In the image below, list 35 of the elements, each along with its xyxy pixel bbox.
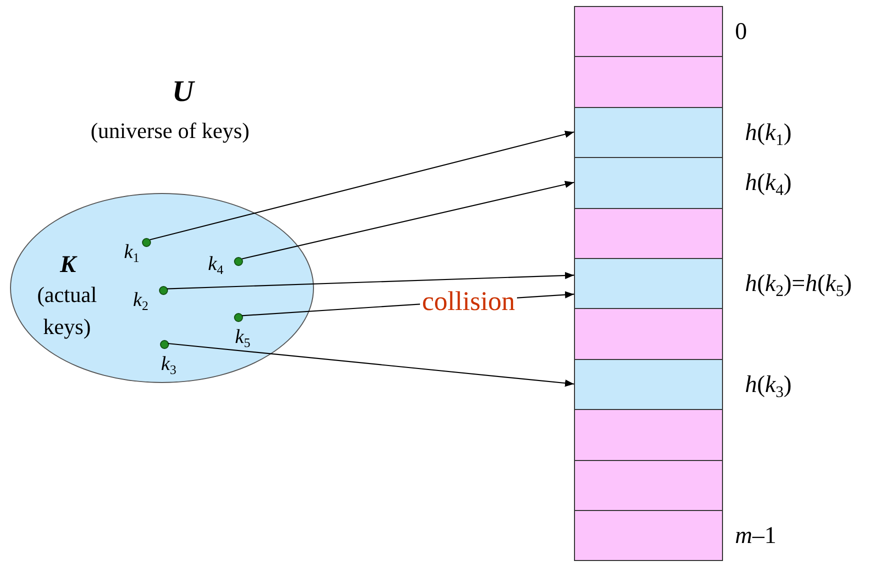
key-dot — [234, 312, 242, 322]
hash-table-slot — [574, 510, 723, 562]
hash-table-slot — [574, 208, 723, 259]
arrow — [150, 130, 574, 240]
slot-label: h(k$_{3}$) — [745, 372, 792, 401]
hash-table-slot — [574, 56, 723, 108]
set-name: U — [172, 77, 194, 107]
slot-label: 0 — [735, 20, 747, 44]
hash-table-slot — [574, 6, 723, 58]
hash-table-slot — [574, 308, 723, 360]
key-dot — [160, 340, 168, 348]
key-label: k$_{1}$ — [124, 242, 140, 264]
hash-table-slot — [574, 157, 723, 209]
key-label: k$_{3}$ — [161, 354, 176, 376]
slot-label: h(k$_{4}$) — [745, 171, 792, 200]
slot-label: h(k$_{1}$) — [745, 120, 792, 149]
arrow — [166, 272, 574, 290]
slot-label: h(k$_{2}$)=h(k$_{5}$) — [745, 272, 852, 300]
key-dot — [158, 286, 168, 294]
arrow — [168, 342, 574, 387]
key-label: k$_{2}$ — [133, 290, 148, 312]
set-name: K — [58, 251, 78, 280]
key-dot — [234, 256, 242, 266]
key-label: k$_{4}$ — [208, 254, 224, 276]
key-label: k$_{5}$ — [235, 327, 250, 349]
hash-table-slot — [574, 258, 723, 310]
arrow — [242, 180, 574, 260]
slot-label: m–1 — [735, 524, 776, 548]
hash-table-slot — [574, 106, 723, 158]
hash-table-slot — [574, 460, 723, 511]
set-description: (actual keys) — [36, 281, 98, 341]
set-description: (universe of keys) — [90, 120, 250, 142]
hash-table-slot — [574, 358, 723, 410]
hash-table-slot — [574, 409, 723, 461]
key-dot — [142, 238, 150, 246]
